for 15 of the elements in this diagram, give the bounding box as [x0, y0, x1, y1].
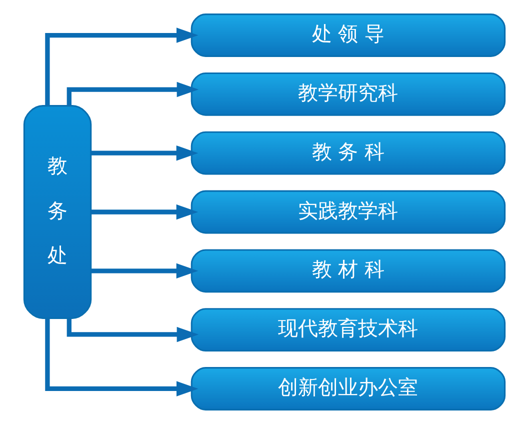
- node-box: 教务处: [22, 105, 92, 319]
- arrow: [44, 318, 198, 396]
- arrow: [90, 204, 198, 220]
- arrow: [90, 145, 198, 161]
- node-box: 实践教学科: [190, 190, 506, 234]
- node-box: 教学研究科: [190, 72, 506, 116]
- arrow: [44, 28, 198, 106]
- node-box: 现代教育技术科: [190, 308, 506, 352]
- node-box: 教 材 科: [190, 249, 506, 293]
- node-box: 处 领 导: [190, 14, 506, 57]
- arrow: [66, 82, 198, 106]
- node-box: 创新创业办公室: [190, 367, 506, 410]
- arrow: [90, 263, 198, 279]
- node-box: 教 务 科: [190, 131, 506, 175]
- arrow: [66, 318, 198, 342]
